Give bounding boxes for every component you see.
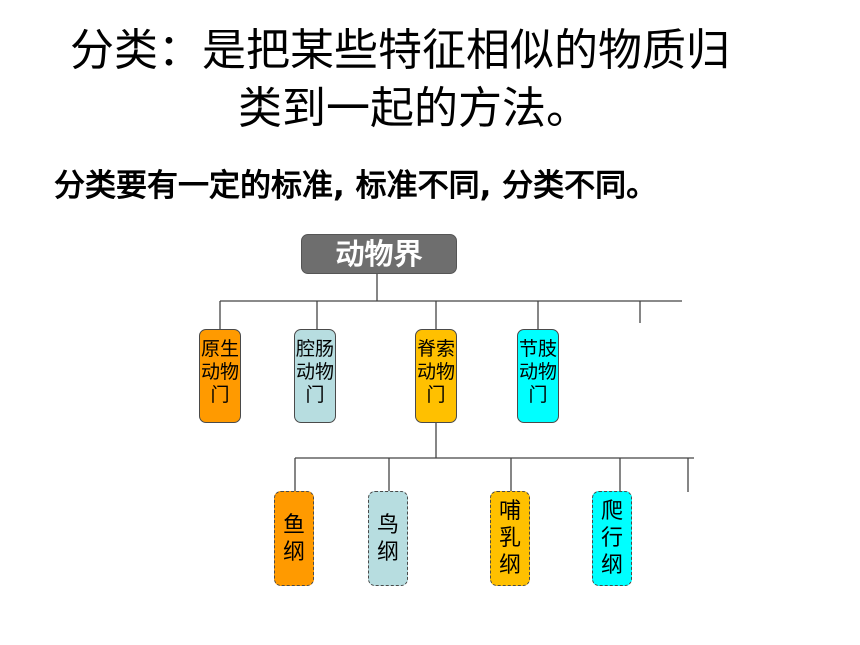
node-label: 脊索动物门 [417,338,456,406]
node-label: 哺乳纲 [498,499,521,578]
node-label: 动物界 [335,236,423,271]
title-line-2: 类到一起的方法。 [238,83,590,134]
node-label: 鸟纲 [376,512,399,565]
node-class-birds: 鸟纲 [368,491,408,586]
node-class-fish: 鱼纲 [274,491,314,586]
node-label: 爬行纲 [600,499,623,578]
node-label: 节肢动物门 [519,338,558,406]
node-animal-kingdom: 动物界 [301,234,457,274]
node-label: 鱼纲 [282,512,305,565]
node-class-reptiles: 爬行纲 [592,491,632,586]
node-label: 原生动物门 [201,338,240,406]
title-line-1: 分类：是把某些特征相似的物质归 [70,25,730,76]
node-phylum-arthropoda: 节肢动物门 [517,329,559,423]
node-label: 腔肠动物门 [296,338,335,406]
node-class-mammals: 哺乳纲 [490,491,530,586]
subtitle: 分类要有一定的标准, 标准不同, 分类不同。 [54,168,658,204]
node-phylum-coelenterata: 腔肠动物门 [294,329,336,423]
node-phylum-protozoa: 原生动物门 [199,329,241,423]
node-phylum-chordata: 脊索动物门 [415,329,457,423]
